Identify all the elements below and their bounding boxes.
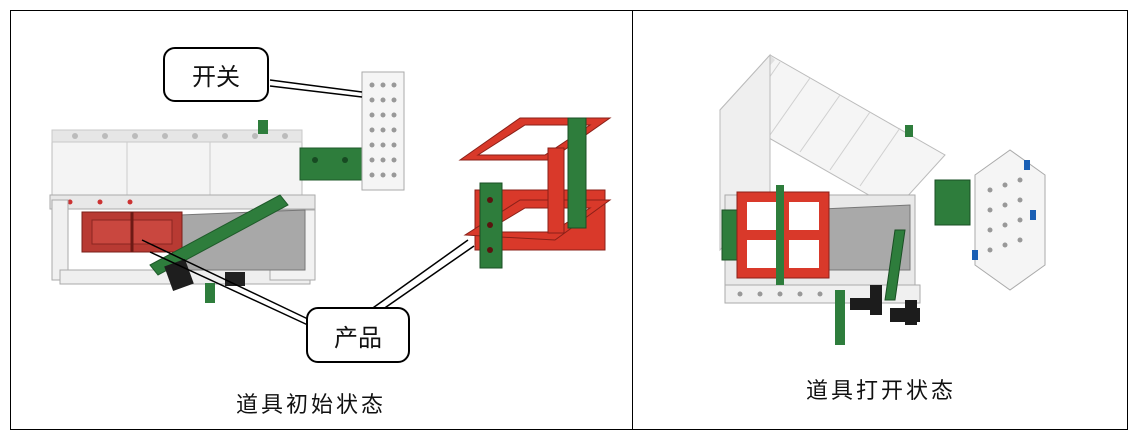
lego-red-product-open: [736, 185, 830, 285]
lego-lever-parts: [835, 179, 971, 345]
callout-product: 产品: [306, 307, 410, 363]
left-caption: 道具初始状态: [236, 393, 387, 418]
switch-leader-line-2: [269, 85, 363, 98]
lego-switch-open: [972, 149, 1046, 291]
right-lego-illustration: [719, 53, 1046, 345]
left-lego-illustration: [49, 71, 612, 327]
lego-switch-tower: [361, 71, 405, 191]
lego-product-cube: [458, 117, 612, 269]
product-leader-line-2: [149, 251, 311, 327]
callout-switch: 开关: [163, 47, 269, 102]
product-leader-line-4: [375, 245, 475, 315]
right-caption: 道具打开状态: [806, 379, 957, 404]
switch-leader-line-1: [269, 79, 363, 93]
product-leader-line-3: [369, 239, 469, 311]
product-leader-line-1: [141, 239, 311, 321]
lego-housing-initial: [49, 120, 363, 303]
